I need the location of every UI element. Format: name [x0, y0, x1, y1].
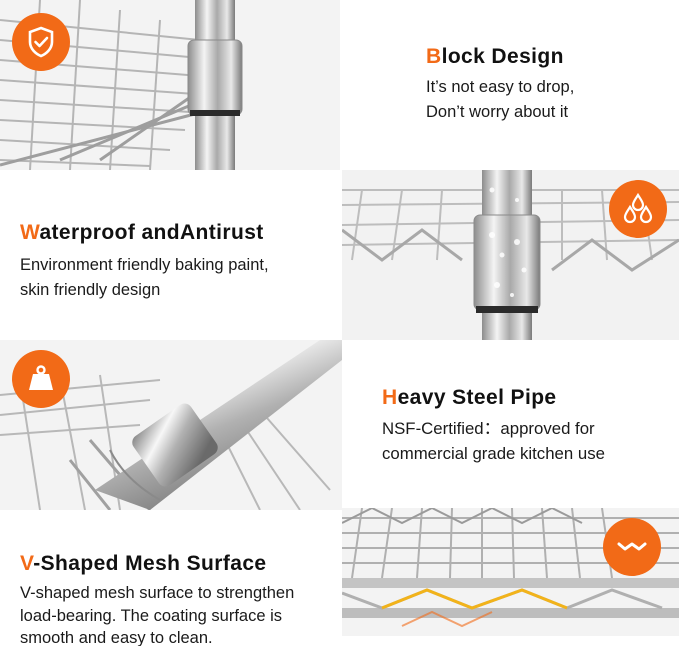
feature-title: Block Design — [426, 45, 574, 69]
title-initial: W — [20, 221, 40, 244]
title-initial: V — [20, 552, 34, 575]
title-rest: aterproof andAntirust — [39, 221, 264, 244]
feature-title: Heavy Steel Pipe — [382, 386, 605, 410]
feature-description: Environment friendly baking paint, skin … — [20, 256, 269, 299]
wave-icon — [617, 542, 647, 551]
title-initial: B — [426, 45, 442, 68]
title-rest: eavy Steel Pipe — [397, 386, 557, 409]
water-drops-icon — [623, 192, 653, 224]
feature-waterproof: Waterproof andAntirust Environment frien… — [20, 221, 269, 303]
feature-description: NSF-Certified：approved for commercial gr… — [382, 419, 605, 463]
shield-badge — [12, 13, 70, 71]
water-drops-badge — [609, 180, 667, 238]
feature-title: V-Shaped Mesh Surface — [20, 552, 294, 576]
feature-block-design: Block Design It’s not easy to drop, Don’… — [426, 45, 574, 125]
weight-icon — [29, 365, 53, 390]
feature-description: It’s not easy to drop, Don’t worry about… — [426, 78, 575, 121]
title-initial: H — [382, 386, 398, 409]
wave-badge — [603, 518, 661, 576]
feature-title: Waterproof andAntirust — [20, 221, 269, 245]
title-rest: -Shaped Mesh Surface — [33, 552, 267, 575]
weight-badge — [12, 350, 70, 408]
feature-v-mesh: V-Shaped Mesh Surface V-shaped mesh surf… — [20, 552, 294, 646]
feature-description: V-shaped mesh surface to strengthen load… — [20, 584, 295, 646]
title-rest: lock Design — [441, 45, 564, 68]
shield-icon — [28, 26, 54, 58]
feature-steel-pipe: Heavy Steel Pipe NSF-Certified：approved … — [382, 386, 605, 466]
